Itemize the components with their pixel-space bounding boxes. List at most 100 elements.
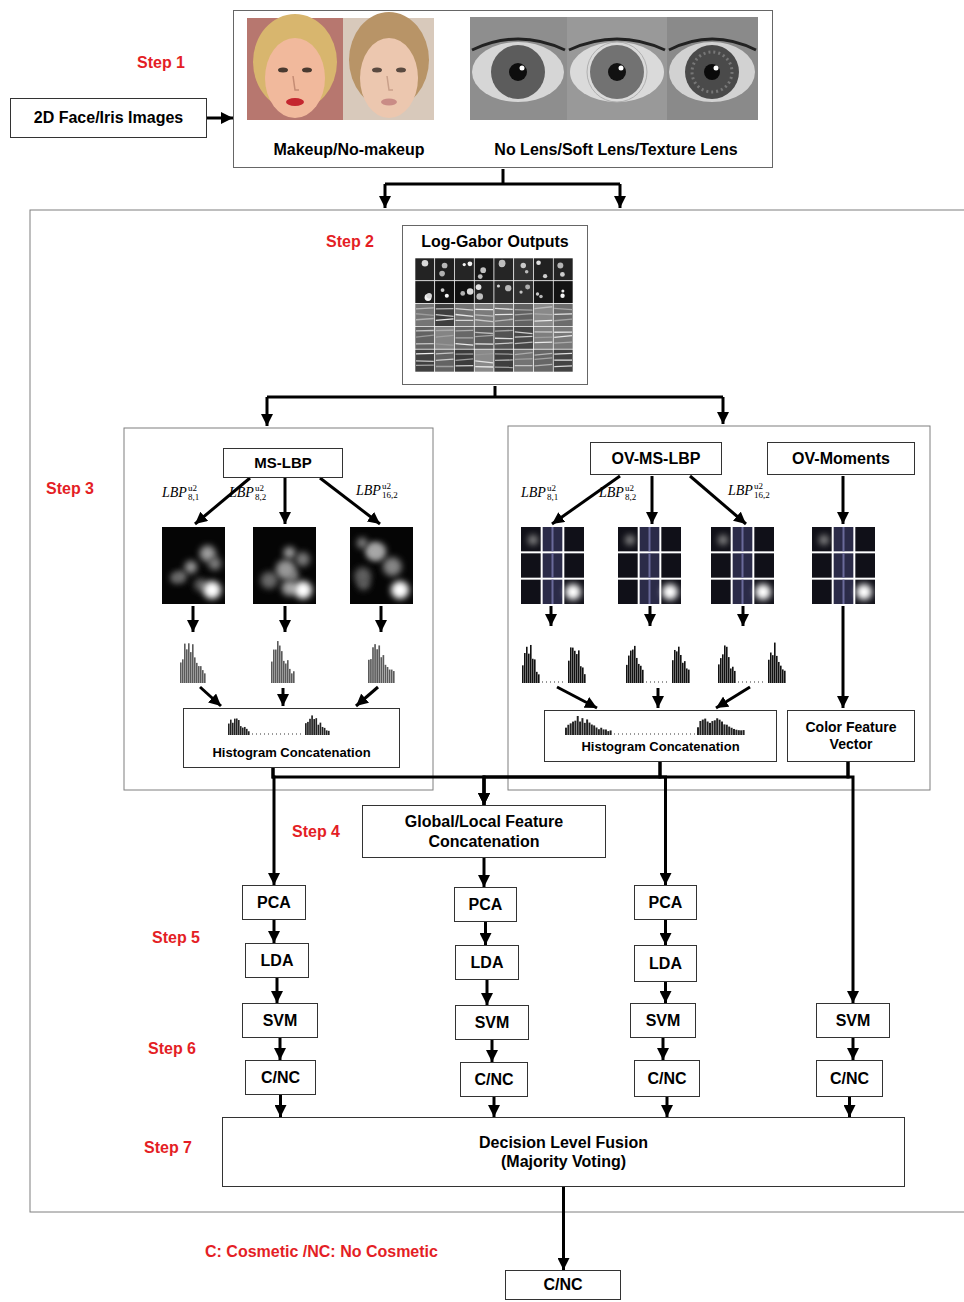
illustration-part: [350, 527, 413, 604]
subscript: 8,1: [547, 493, 558, 502]
operator-name: LBP: [229, 485, 254, 501]
illustration-part: [238, 720, 240, 735]
step-text: C: Cosmetic /NC: No Cosmetic: [205, 1243, 438, 1260]
filter-cell: [494, 281, 514, 304]
filter-blob: [499, 260, 506, 267]
illustration-part: [699, 721, 701, 735]
illustration-part: [244, 727, 246, 735]
illustration-part: [714, 66, 719, 71]
illustration-part: [383, 557, 402, 576]
illustration-part: [309, 719, 311, 735]
illustration-part: [636, 658, 638, 683]
illustration-part: [543, 553, 563, 577]
filter-stripe: [475, 315, 493, 316]
output-box: C/NC: [505, 1270, 621, 1300]
step-label: Step 1: [137, 54, 185, 72]
filter-stripe: [515, 365, 533, 366]
illustration-part: [678, 647, 680, 683]
histogram: [568, 647, 586, 683]
filter-cell: [455, 258, 475, 281]
illustration-part: [778, 662, 780, 683]
illustration-part: [383, 655, 385, 683]
illustration-part: [618, 553, 638, 577]
illustration-part: [596, 728, 598, 735]
filter-stripe: [475, 320, 493, 322]
illustration-part: [704, 719, 706, 735]
filter-stripe: [436, 330, 454, 332]
node-text: Histogram Concatenation: [212, 745, 370, 761]
illustration-part: [472, 42, 564, 102]
filter-stripe: [554, 319, 572, 321]
illustration-part: [185, 561, 198, 574]
filter-cell: [514, 349, 534, 372]
illustration-part: [532, 659, 534, 683]
illustration-part: [184, 644, 186, 683]
illustration-part: [385, 665, 387, 683]
illustration-part: [711, 580, 731, 604]
illustration-part: [311, 715, 313, 735]
filter-blob: [497, 284, 500, 287]
illustration-part: [276, 560, 296, 580]
step-text: Step 4: [292, 823, 340, 840]
filter-box: Log-Gabor Outputs: [402, 225, 588, 385]
illustration-part: [305, 723, 307, 735]
illustration-part: [203, 581, 221, 599]
illustration-part: [357, 538, 368, 549]
histogram: [180, 643, 206, 683]
filter-blob: [476, 284, 482, 290]
illustration-part: [521, 527, 541, 551]
illustration-part: [642, 670, 644, 683]
illustration-part: [640, 527, 660, 551]
filter-blob: [505, 285, 511, 291]
index-stack: u28,1: [188, 484, 199, 502]
illustration-part: [651, 476, 654, 524]
illustration-part: [472, 39, 565, 50]
filter-blob: [468, 261, 473, 266]
filter-blob: [441, 288, 445, 292]
illustration-part: [812, 553, 832, 577]
illustration-part: [372, 68, 382, 73]
node-text: Histogram Concatenation: [581, 739, 739, 755]
illustration-part: [557, 687, 597, 708]
illustration-part: [182, 659, 184, 683]
illustration-part: [208, 557, 221, 570]
superscript: u2: [255, 484, 266, 493]
illustration-part: [328, 731, 330, 735]
illustration-part: [536, 672, 538, 683]
illustration-part: [565, 584, 581, 600]
node-text: PCA: [257, 893, 291, 912]
filter-blob: [445, 294, 449, 298]
process-box: OV-MS-LBP: [590, 442, 722, 475]
superscript: u2: [754, 482, 770, 491]
illustration-part: [376, 649, 378, 683]
filter-cell: [415, 281, 435, 304]
illustration-part: [283, 547, 295, 559]
node-text: SVM: [646, 1011, 681, 1030]
illustration-part: [731, 728, 733, 735]
dotted-link: [252, 734, 303, 735]
filter-blob: [439, 271, 445, 277]
illustration-part: [662, 584, 678, 600]
filter-stripe: [554, 331, 572, 333]
illustration-part: [669, 42, 755, 102]
filter-cell: [455, 326, 475, 349]
illustration-part: [685, 45, 739, 99]
illustration-part: [192, 644, 194, 683]
filter-cell: [494, 349, 514, 372]
illustration-part: [626, 665, 628, 683]
dotted-link: [738, 682, 766, 683]
step-text: Step 7: [144, 1139, 192, 1156]
illustration-part: [724, 645, 726, 683]
illustration-part: [576, 654, 578, 683]
illustration-part: [522, 665, 524, 683]
filter-cell: [514, 258, 534, 281]
dotted-link: [542, 682, 566, 683]
filter-stripe: [456, 320, 474, 321]
filter-cell: [435, 258, 455, 281]
global-panel: [124, 428, 433, 790]
filter-blob: [536, 292, 539, 295]
flow-arrow: [493, 1097, 496, 1117]
filter-stripe: [436, 359, 454, 360]
filter-stripe: [495, 353, 513, 355]
